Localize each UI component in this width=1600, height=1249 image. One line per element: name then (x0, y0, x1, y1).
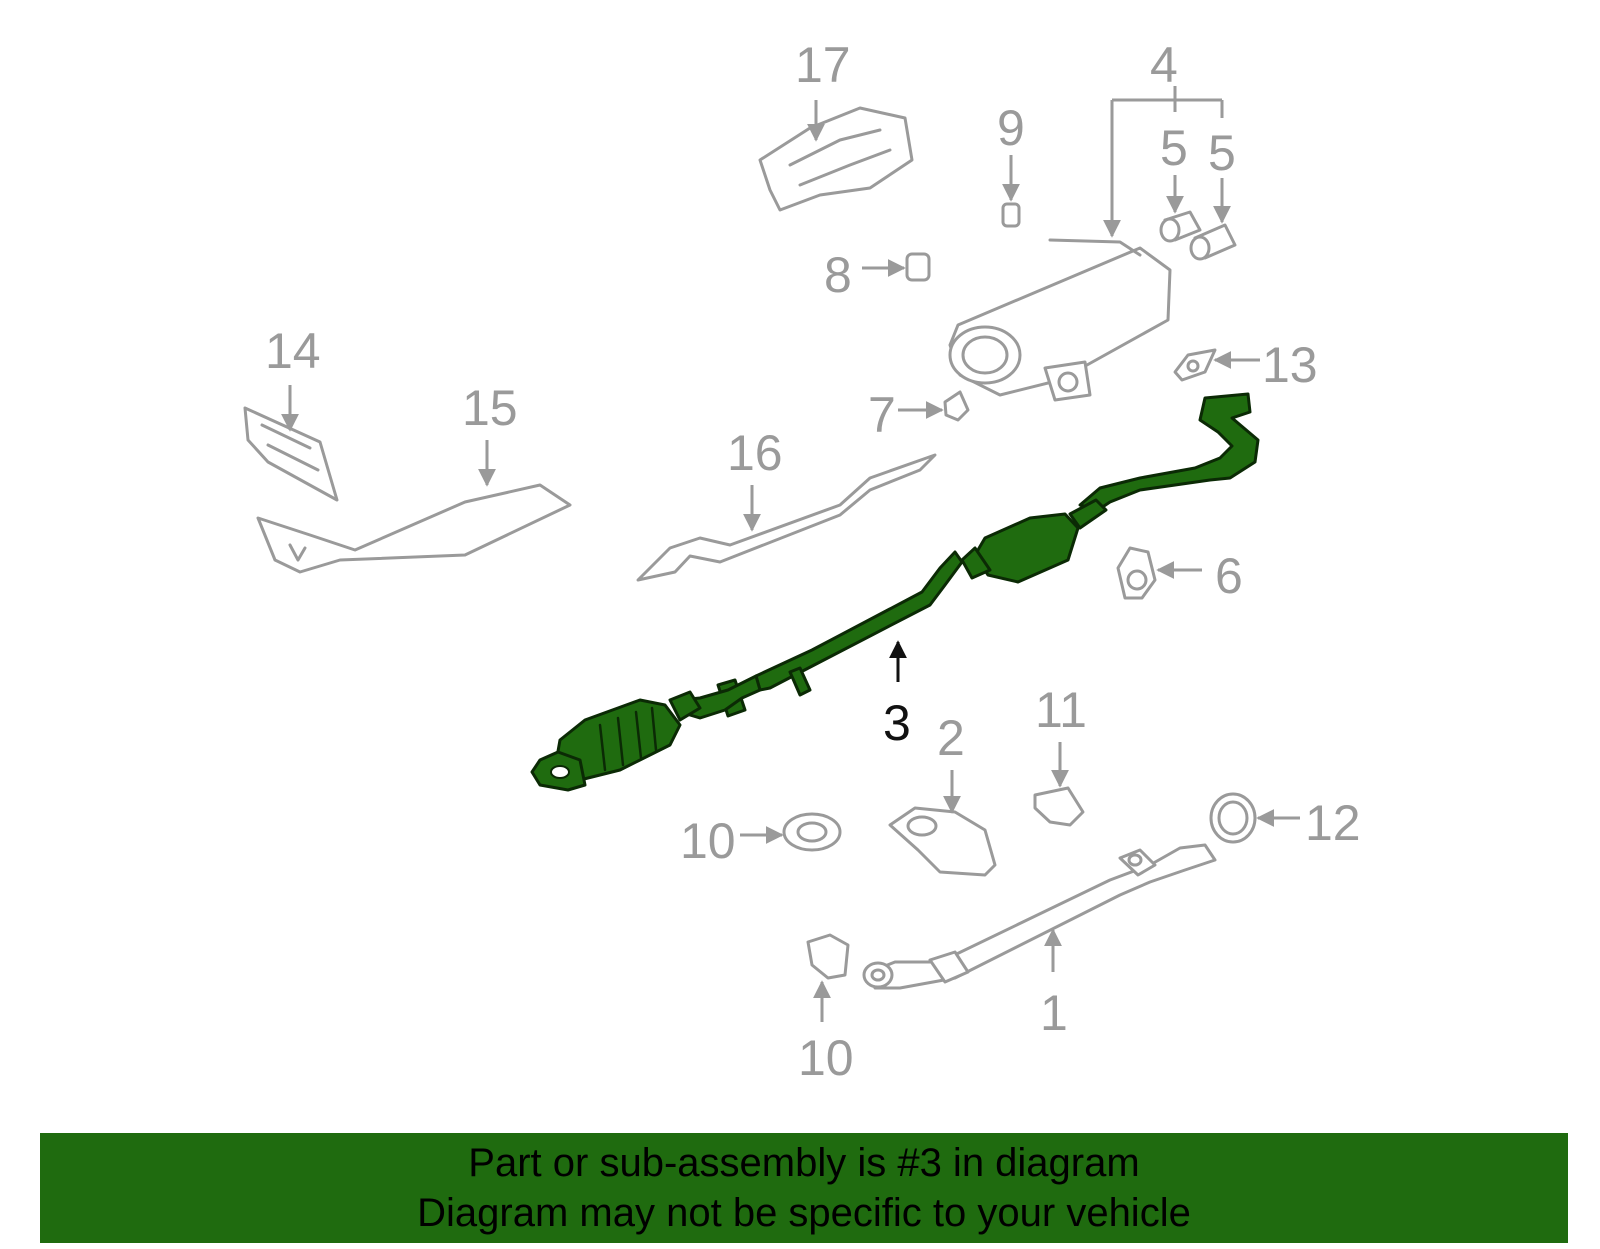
callout-4: 4 (1150, 37, 1178, 93)
banner-line-2: Diagram may not be specific to your vehi… (417, 1191, 1191, 1235)
callout-14: 14 (265, 323, 321, 379)
part-5-tip-a[interactable] (1159, 210, 1202, 243)
callout-5b: 5 (1208, 125, 1236, 181)
callout-5a: 5 (1160, 120, 1188, 176)
callout-10b: 10 (798, 1030, 854, 1086)
part-14-heat-shield[interactable] (243, 406, 339, 502)
callout-13: 13 (1262, 337, 1318, 393)
part-8-clip[interactable] (905, 252, 931, 282)
callout-3: 3 (883, 695, 911, 751)
part-1-front-pipe[interactable] (862, 843, 1217, 990)
callout-8: 8 (824, 247, 852, 303)
callout-6: 6 (1215, 548, 1243, 604)
part-17-heat-shield[interactable] (758, 106, 914, 212)
callout-17: 17 (795, 37, 851, 93)
part-6-hanger[interactable] (1116, 546, 1157, 600)
callout-9: 9 (997, 100, 1025, 156)
banner-line-1: Part or sub-assembly is #3 in diagram (468, 1141, 1140, 1185)
callout-2: 2 (937, 710, 965, 766)
part-10-gasket-b[interactable] (806, 933, 850, 980)
callout-7: 7 (868, 387, 896, 443)
callout-16: 16 (727, 425, 783, 481)
part-11-gasket[interactable] (1033, 786, 1085, 827)
part-13-gasket[interactable] (1173, 348, 1217, 382)
callout-12: 12 (1305, 795, 1361, 851)
part-10-gasket-a[interactable] (782, 812, 842, 852)
part-5-tip-b[interactable] (1189, 223, 1237, 261)
part-16-heat-shield[interactable] (636, 453, 937, 582)
callout-11: 11 (1035, 682, 1087, 738)
part-3-center-pipe[interactable] (530, 392, 1260, 792)
part-4-muffler[interactable] (948, 238, 1172, 402)
part-9-clip[interactable] (1001, 202, 1021, 228)
part-7-hanger[interactable] (943, 390, 970, 422)
info-banner: Part or sub-assembly is #3 in diagram Di… (40, 1133, 1568, 1243)
part-2-gasket[interactable] (888, 806, 997, 877)
callout-10a: 10 (680, 813, 736, 869)
part-15-heat-shield[interactable] (256, 483, 572, 574)
callout-1: 1 (1040, 985, 1068, 1041)
part-12-gasket-ring[interactable] (1209, 792, 1257, 844)
callout-15: 15 (462, 380, 518, 436)
exhaust-parts-diagram: 17 9 8 4 5 5 13 7 (243, 37, 1361, 1086)
